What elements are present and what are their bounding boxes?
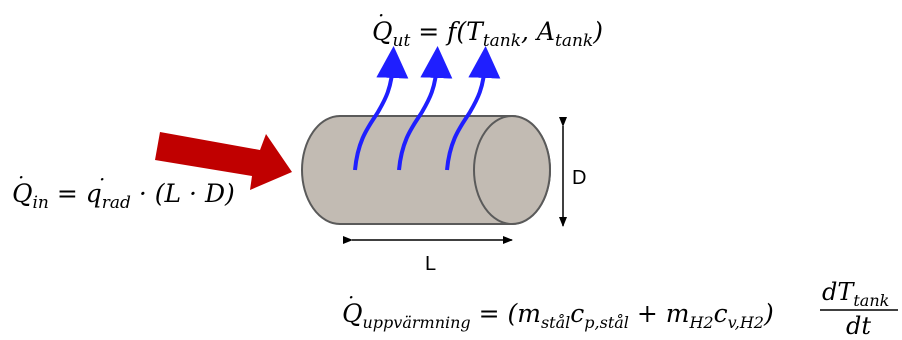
diameter-dimension: D xyxy=(559,117,586,227)
c-steel-subscript: p,stål xyxy=(584,313,629,332)
q-out-equation: Qut = f(Ttank, Atank) · xyxy=(372,3,603,51)
svg-text:dTtank: dTtank xyxy=(822,278,889,310)
fraction-denominator: dt xyxy=(846,312,871,340)
plus-m-h2: + m xyxy=(629,299,690,328)
q-out-dot: · xyxy=(378,3,384,27)
q-heat-symbol: Q xyxy=(342,299,363,328)
q-heat-eq: = (m xyxy=(471,299,541,328)
m-steel-subscript: stål xyxy=(541,313,570,332)
tank-cylinder xyxy=(301,115,551,225)
heat-in-arrow xyxy=(155,132,292,190)
m-h2-subscript: H2 xyxy=(688,313,713,332)
tank-end-cap xyxy=(473,115,551,225)
c-h2: c xyxy=(714,299,728,328)
c-steel: c xyxy=(570,299,584,328)
q-in-subscript: in xyxy=(33,193,49,213)
diameter-label: D xyxy=(572,167,586,189)
q-rad-subscript: rad xyxy=(102,193,131,213)
heat-out-arrow-3 xyxy=(445,46,501,171)
q-out-arg1-subscript: tank xyxy=(483,31,521,51)
length-label: L xyxy=(425,253,436,275)
q-rad-dot: · xyxy=(99,167,105,191)
q-out-symbol: Q xyxy=(372,17,393,46)
q-heat-subscript: uppvärmning xyxy=(363,313,471,332)
svg-text:Qin = qrad · (L · D): Qin = qrad · (L · D) xyxy=(12,179,235,213)
q-out-rhs-prefix: = f(T xyxy=(410,17,485,46)
q-out-separator: , A xyxy=(521,17,555,46)
heat-out-arrows xyxy=(353,46,501,171)
q-out-subscript: ut xyxy=(393,31,411,51)
q-heat-close: ) xyxy=(763,299,774,328)
svg-text:Quppvärmning = (mstålcp,stål +: Quppvärmning = (mstålcp,stål + mH2cv,H2) xyxy=(342,299,774,332)
length-dimension: L xyxy=(343,236,513,275)
q-out-close: ) xyxy=(592,17,603,46)
heat-out-arrow-1 xyxy=(353,46,409,171)
q-in-dot: · xyxy=(18,165,24,189)
svg-text:Qut = f(Ttank, Atank): Qut = f(Ttank, Atank) xyxy=(372,17,603,51)
q-out-arg2-subscript: tank xyxy=(555,31,593,51)
fraction-numerator-subscript: tank xyxy=(853,291,889,310)
q-in-equation: Qin = qrad · (L · D) · · xyxy=(12,165,235,213)
c-h2-subscript: v,H2 xyxy=(728,313,764,332)
fraction-numerator: dT xyxy=(822,278,855,306)
q-in-tail: · (L · D) xyxy=(131,179,235,208)
q-heating-equation: Quppvärmning = (mstålcp,stål + mH2cv,H2)… xyxy=(342,278,898,340)
q-in-mid: = q xyxy=(49,179,102,208)
q-in-symbol: Q xyxy=(12,179,33,208)
heat-out-arrow-2 xyxy=(397,46,453,171)
q-heat-dot: · xyxy=(348,285,354,309)
